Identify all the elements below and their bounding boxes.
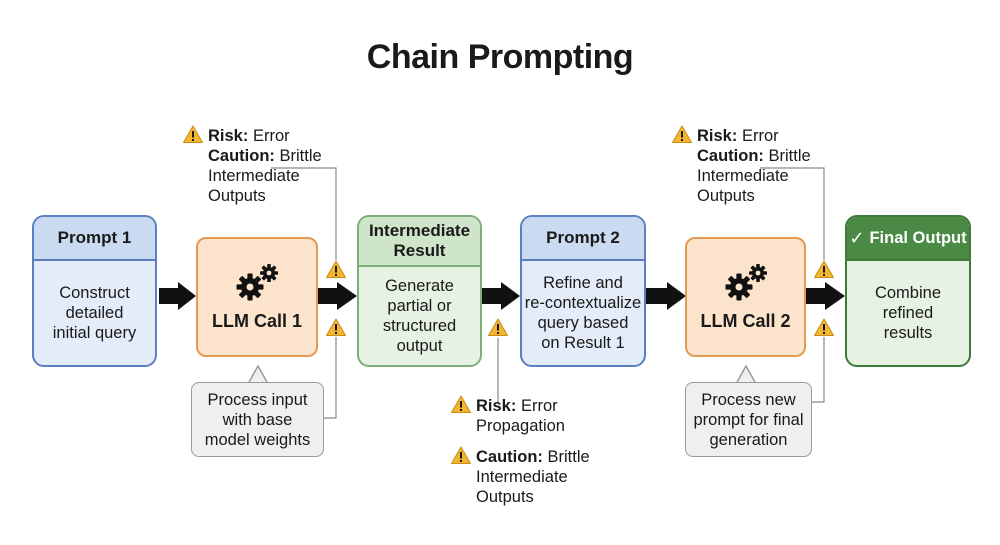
flow-arrow — [806, 282, 845, 310]
gears-icon — [236, 263, 278, 300]
risk-annotation-top-left: Risk: Error Caution: Brittle Intermediat… — [183, 125, 322, 206]
gears-icon — [725, 263, 767, 300]
final-output-body: Combine refined results — [874, 284, 942, 342]
flow-arrow — [318, 282, 357, 310]
connector-line — [760, 167, 825, 260]
note-tail — [248, 364, 268, 383]
prompt-1-body: Construct detailed initial query — [52, 284, 137, 342]
warning-icon — [451, 446, 471, 464]
checkmark-icon: ✓ — [849, 228, 865, 248]
llm-call-2-label: LLM Call 2 — [700, 310, 791, 331]
note-tail — [736, 364, 756, 383]
prompt-2-header: Prompt 2 — [522, 217, 644, 261]
prompt-2-box: Prompt 2 Refine and re-contextualize que… — [520, 215, 646, 367]
page-title: Chain Prompting — [366, 38, 634, 76]
prompt-2-body: Refine and re-contextualize query based … — [524, 274, 642, 352]
llm-call-1-label: LLM Call 1 — [211, 310, 302, 331]
warning-icon — [183, 125, 203, 143]
prompt-1-box: Prompt 1 Construct detailed initial quer… — [32, 215, 157, 367]
connector-line — [812, 337, 825, 403]
flow-arrow — [159, 282, 196, 310]
final-output-box: ✓ Final Output Combine refined results — [845, 215, 971, 367]
connector-line — [271, 167, 337, 260]
warning-icon — [488, 318, 508, 336]
intermediate-result-box: Intermediate Result Generate partial or … — [357, 215, 482, 367]
risk-annotation-bottom: Risk: Error Propagation Caution: Brittle… — [451, 395, 590, 507]
risk-annotation-top-right: Risk: Error Caution: Brittle Intermediat… — [672, 125, 811, 206]
flow-arrow — [646, 282, 686, 310]
llm-2-note: Process new prompt for final generation — [685, 382, 812, 457]
llm-call-1-box: LLM Call 1 — [196, 237, 318, 357]
warning-icon — [814, 260, 834, 278]
prompt-1-header: Prompt 1 — [34, 217, 155, 261]
llm-1-note: Process input with base model weights — [191, 382, 324, 457]
final-output-header: ✓ Final Output — [847, 217, 969, 261]
intermediate-result-header: Intermediate Result — [359, 217, 480, 267]
warning-icon — [672, 125, 692, 143]
warning-icon — [326, 260, 346, 278]
warning-icon — [814, 318, 834, 336]
flow-arrow — [482, 282, 520, 310]
llm-call-2-box: LLM Call 2 — [685, 237, 806, 357]
warning-icon — [326, 318, 346, 336]
warning-icon — [451, 395, 471, 413]
connector-line — [324, 337, 337, 419]
intermediate-result-body: Generate partial or structured output — [382, 277, 457, 355]
